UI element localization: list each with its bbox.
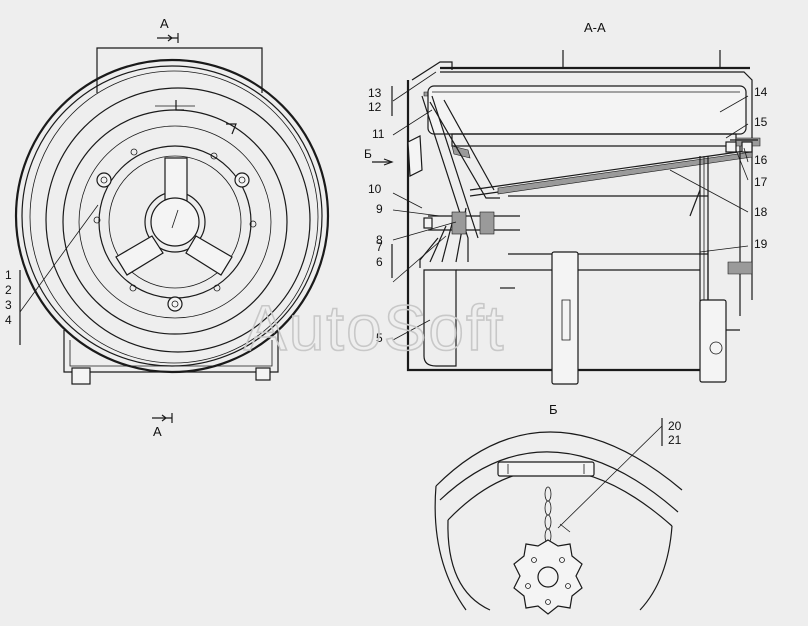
plug-cap bbox=[513, 539, 583, 615]
callout-12: 12 bbox=[368, 100, 382, 114]
bolt-holes bbox=[93, 148, 257, 312]
callout-2: 2 bbox=[5, 283, 12, 297]
callout-9: 9 bbox=[376, 202, 383, 216]
clamp-left bbox=[551, 251, 579, 385]
callout-7: 7 bbox=[376, 240, 383, 254]
callout-15: 15 bbox=[754, 115, 768, 129]
callout-13: 13 bbox=[368, 86, 382, 100]
view-arrow-label: Б bbox=[364, 147, 372, 161]
callout-6: 6 bbox=[376, 255, 383, 269]
callout-11: 11 bbox=[372, 127, 385, 141]
callout-8: 8 bbox=[376, 233, 383, 247]
drain-plug bbox=[71, 367, 91, 385]
callout-18: 18 bbox=[754, 205, 768, 219]
filter-element-top bbox=[427, 85, 747, 135]
section-label-bottom: A bbox=[153, 424, 162, 439]
callout-19: 19 bbox=[754, 237, 768, 251]
callout-4: 4 bbox=[5, 313, 12, 327]
section-view bbox=[372, 50, 761, 385]
callout-5: 5 bbox=[376, 331, 383, 345]
section-label-top: A bbox=[160, 16, 169, 31]
inspection-slot bbox=[497, 461, 595, 477]
detail-title: Б bbox=[549, 402, 558, 417]
callout-20: 20 bbox=[668, 419, 682, 433]
callout-21: 21 bbox=[668, 433, 682, 447]
section-title: A-A bbox=[584, 20, 606, 35]
callout-3: 3 bbox=[5, 298, 12, 312]
watermark-text: AutoSoft bbox=[244, 292, 506, 364]
callout-17: 17 bbox=[754, 175, 768, 189]
front-view bbox=[14, 33, 330, 423]
callout-14: 14 bbox=[754, 85, 768, 99]
callout-16: 16 bbox=[754, 153, 768, 167]
clamp-right bbox=[699, 299, 727, 383]
detail-view bbox=[434, 418, 683, 615]
callout-10: 10 bbox=[368, 182, 382, 196]
callout-1: 1 bbox=[5, 268, 12, 282]
